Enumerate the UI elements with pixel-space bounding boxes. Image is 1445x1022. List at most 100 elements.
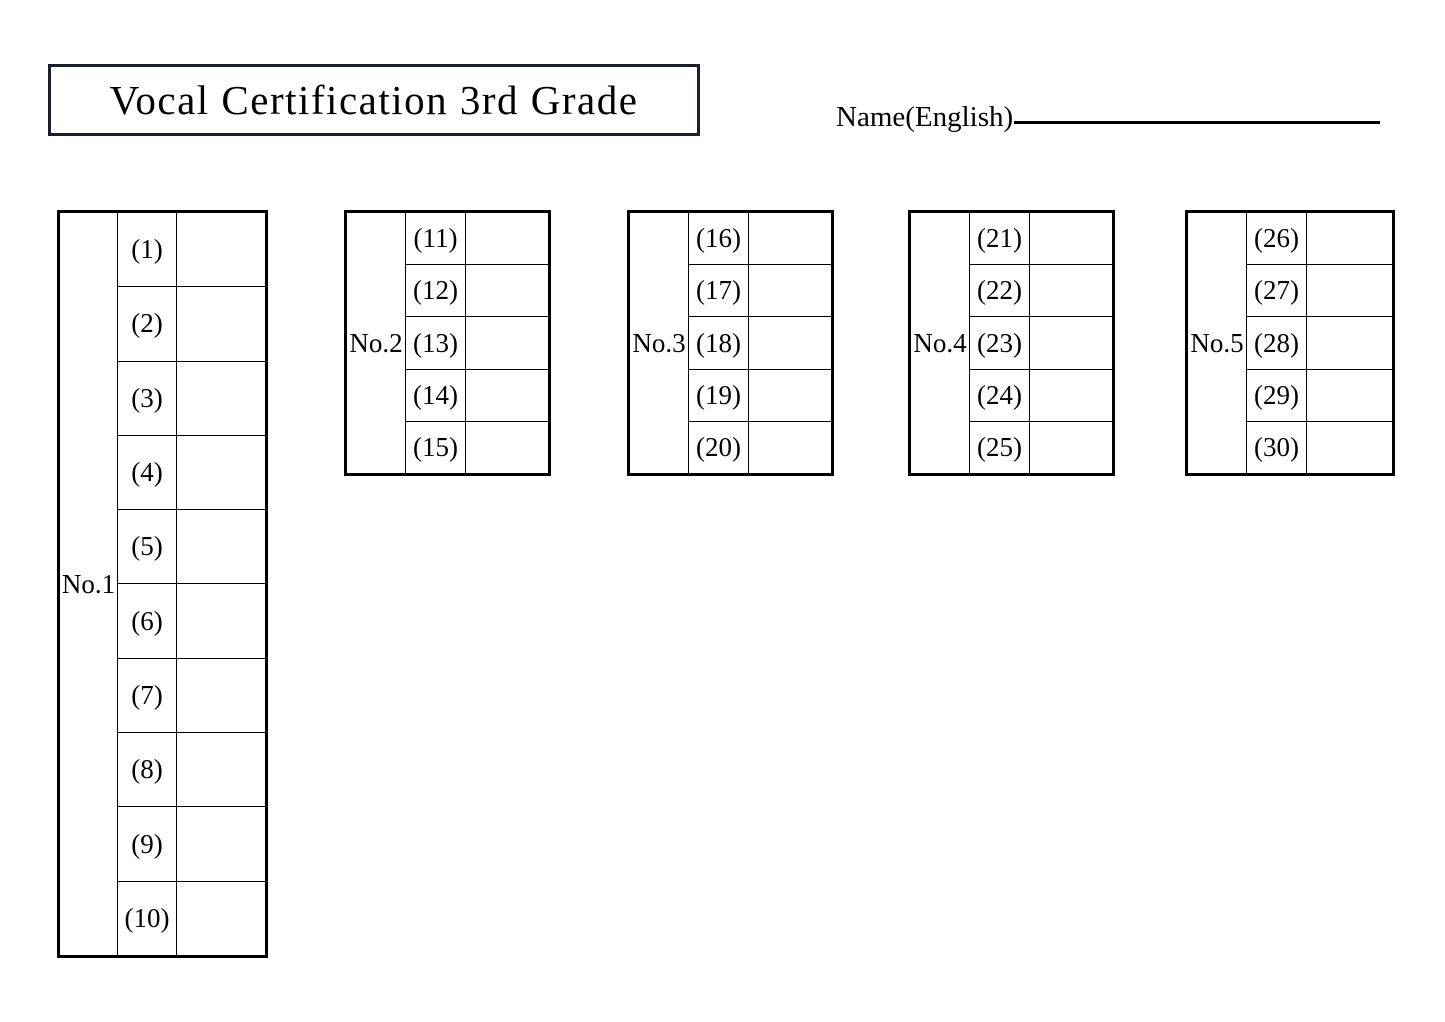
group-label-cell-no4: No.4 xyxy=(911,213,969,473)
answer-input[interactable] xyxy=(466,422,548,473)
name-field-label: Name(English) xyxy=(836,101,1014,133)
answer-input[interactable] xyxy=(1030,213,1112,264)
group-label-cell-no2: No.2 xyxy=(347,213,405,473)
table-row: (24) xyxy=(970,369,1112,422)
table-row: (18) xyxy=(689,317,831,370)
answer-input[interactable] xyxy=(177,213,265,286)
answer-input[interactable] xyxy=(177,436,265,509)
table-row: (13) xyxy=(406,317,548,370)
answer-input[interactable] xyxy=(177,882,265,955)
answer-input[interactable] xyxy=(749,422,831,473)
answer-input[interactable] xyxy=(1307,213,1392,264)
table-row: (26) xyxy=(1247,213,1392,266)
answer-input[interactable] xyxy=(177,584,265,657)
name-input[interactable] xyxy=(1014,120,1381,124)
table-row: (21) xyxy=(970,213,1112,266)
answer-input[interactable] xyxy=(1307,422,1392,473)
answer-input[interactable] xyxy=(1030,265,1112,316)
table-row: (29) xyxy=(1247,369,1392,422)
group-label-cell-no1: No.1 xyxy=(60,213,117,955)
page-title: Vocal Certification 3rd Grade xyxy=(109,76,639,123)
answer-input[interactable] xyxy=(1030,422,1112,473)
answer-table-no5: No.5 (26) (27) (28) (29) (30) xyxy=(1185,210,1395,476)
answer-input[interactable] xyxy=(177,733,265,806)
answer-input[interactable] xyxy=(749,370,831,421)
question-number: (11) xyxy=(406,213,466,265)
answer-input[interactable] xyxy=(749,317,831,368)
question-number: (5) xyxy=(118,510,177,584)
name-field: Name(English) xyxy=(836,101,1381,133)
table-row: (11) xyxy=(406,213,548,266)
answer-input[interactable] xyxy=(466,370,548,421)
table-row: (22) xyxy=(970,265,1112,318)
question-number: (27) xyxy=(1247,265,1307,317)
answer-input[interactable] xyxy=(1030,317,1112,368)
question-number: (1) xyxy=(118,213,177,287)
table-row: (6) xyxy=(118,584,265,659)
answer-rows-no4: (21) (22) (23) (24) (25) xyxy=(969,213,1112,474)
question-number: (9) xyxy=(118,807,177,881)
table-row: (23) xyxy=(970,317,1112,370)
question-number: (18) xyxy=(689,317,749,369)
table-row: (5) xyxy=(118,510,265,585)
table-row: (20) xyxy=(689,421,831,474)
answer-input[interactable] xyxy=(749,265,831,316)
table-row: (3) xyxy=(118,361,265,436)
answer-rows-no2: (11) (12) (13) (14) (15) xyxy=(405,213,548,474)
question-number: (7) xyxy=(118,658,177,733)
table-row: (15) xyxy=(406,421,548,474)
question-number: (2) xyxy=(118,287,177,361)
answer-input[interactable] xyxy=(177,287,265,360)
table-row: (2) xyxy=(118,287,265,362)
question-number: (23) xyxy=(970,317,1030,369)
question-number: (17) xyxy=(689,265,749,317)
question-number: (29) xyxy=(1247,369,1307,421)
question-number: (12) xyxy=(406,265,466,317)
answer-table-no1: No.1 (1) (2) (3) (4) (5) (6) (7) xyxy=(57,210,268,958)
table-row: (16) xyxy=(689,213,831,266)
question-number: (21) xyxy=(970,213,1030,265)
table-row: (10) xyxy=(118,881,265,955)
question-number: (6) xyxy=(118,584,177,658)
answer-input[interactable] xyxy=(1030,370,1112,421)
question-number: (14) xyxy=(406,369,466,421)
answer-table-no2: No.2 (11) (12) (13) (14) (15) xyxy=(344,210,551,476)
question-number: (22) xyxy=(970,265,1030,317)
table-row: (14) xyxy=(406,369,548,422)
question-number: (26) xyxy=(1247,213,1307,265)
question-number: (4) xyxy=(118,435,177,510)
table-row: (4) xyxy=(118,435,265,511)
answer-input[interactable] xyxy=(177,510,265,583)
table-row: (8) xyxy=(118,733,265,808)
answer-input[interactable] xyxy=(1307,265,1392,316)
table-row: (28) xyxy=(1247,317,1392,370)
answer-rows-no5: (26) (27) (28) (29) (30) xyxy=(1246,213,1392,474)
question-number: (16) xyxy=(689,213,749,265)
table-row: (30) xyxy=(1247,421,1392,474)
answer-input[interactable] xyxy=(177,807,265,880)
answer-input[interactable] xyxy=(749,213,831,264)
question-number: (15) xyxy=(406,421,466,474)
question-number: (30) xyxy=(1247,421,1307,474)
answer-input[interactable] xyxy=(466,265,548,316)
question-number: (24) xyxy=(970,369,1030,421)
answer-input[interactable] xyxy=(177,362,265,435)
group-label-no2: No.2 xyxy=(349,327,403,358)
answer-input[interactable] xyxy=(466,317,548,368)
group-label-cell-no5: No.5 xyxy=(1188,213,1246,473)
group-label-no3: No.3 xyxy=(632,327,686,358)
answer-input[interactable] xyxy=(177,659,265,732)
table-row: (27) xyxy=(1247,265,1392,318)
group-label-no1: No.1 xyxy=(61,568,116,599)
answer-input[interactable] xyxy=(1307,317,1392,368)
table-row: (7) xyxy=(118,658,265,734)
group-label-no4: No.4 xyxy=(913,327,967,358)
answer-rows-no1: (1) (2) (3) (4) (5) (6) (7) (8) xyxy=(117,213,265,955)
question-number: (10) xyxy=(118,881,177,955)
table-row: (17) xyxy=(689,265,831,318)
table-row: (1) xyxy=(118,213,265,288)
answer-input[interactable] xyxy=(1307,370,1392,421)
answer-input[interactable] xyxy=(466,213,548,264)
question-number: (8) xyxy=(118,733,177,807)
sheet-title-box: Vocal Certification 3rd Grade xyxy=(48,64,700,136)
